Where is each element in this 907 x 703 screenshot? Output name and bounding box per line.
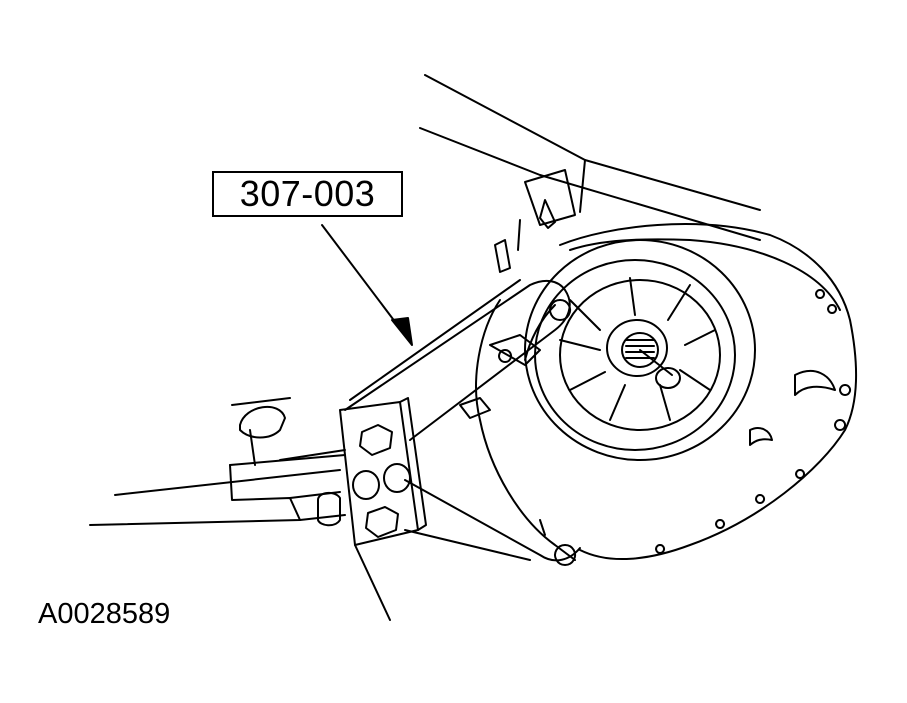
- case-face: [459, 299, 577, 566]
- bell-housing: [559, 223, 858, 560]
- stand-arm: [89, 397, 391, 621]
- torque-converter: [524, 239, 756, 461]
- callout-leader-arrow: [321, 224, 413, 346]
- tool-number-callout: 307-003: [212, 171, 403, 217]
- tool-number-label: 307-003: [239, 173, 376, 214]
- holding-fixture-frame: [344, 279, 581, 562]
- upper-body-rails: [419, 74, 761, 273]
- fixture-bracket-plate: [339, 397, 427, 546]
- figure-reference-id: A0028589: [38, 598, 171, 630]
